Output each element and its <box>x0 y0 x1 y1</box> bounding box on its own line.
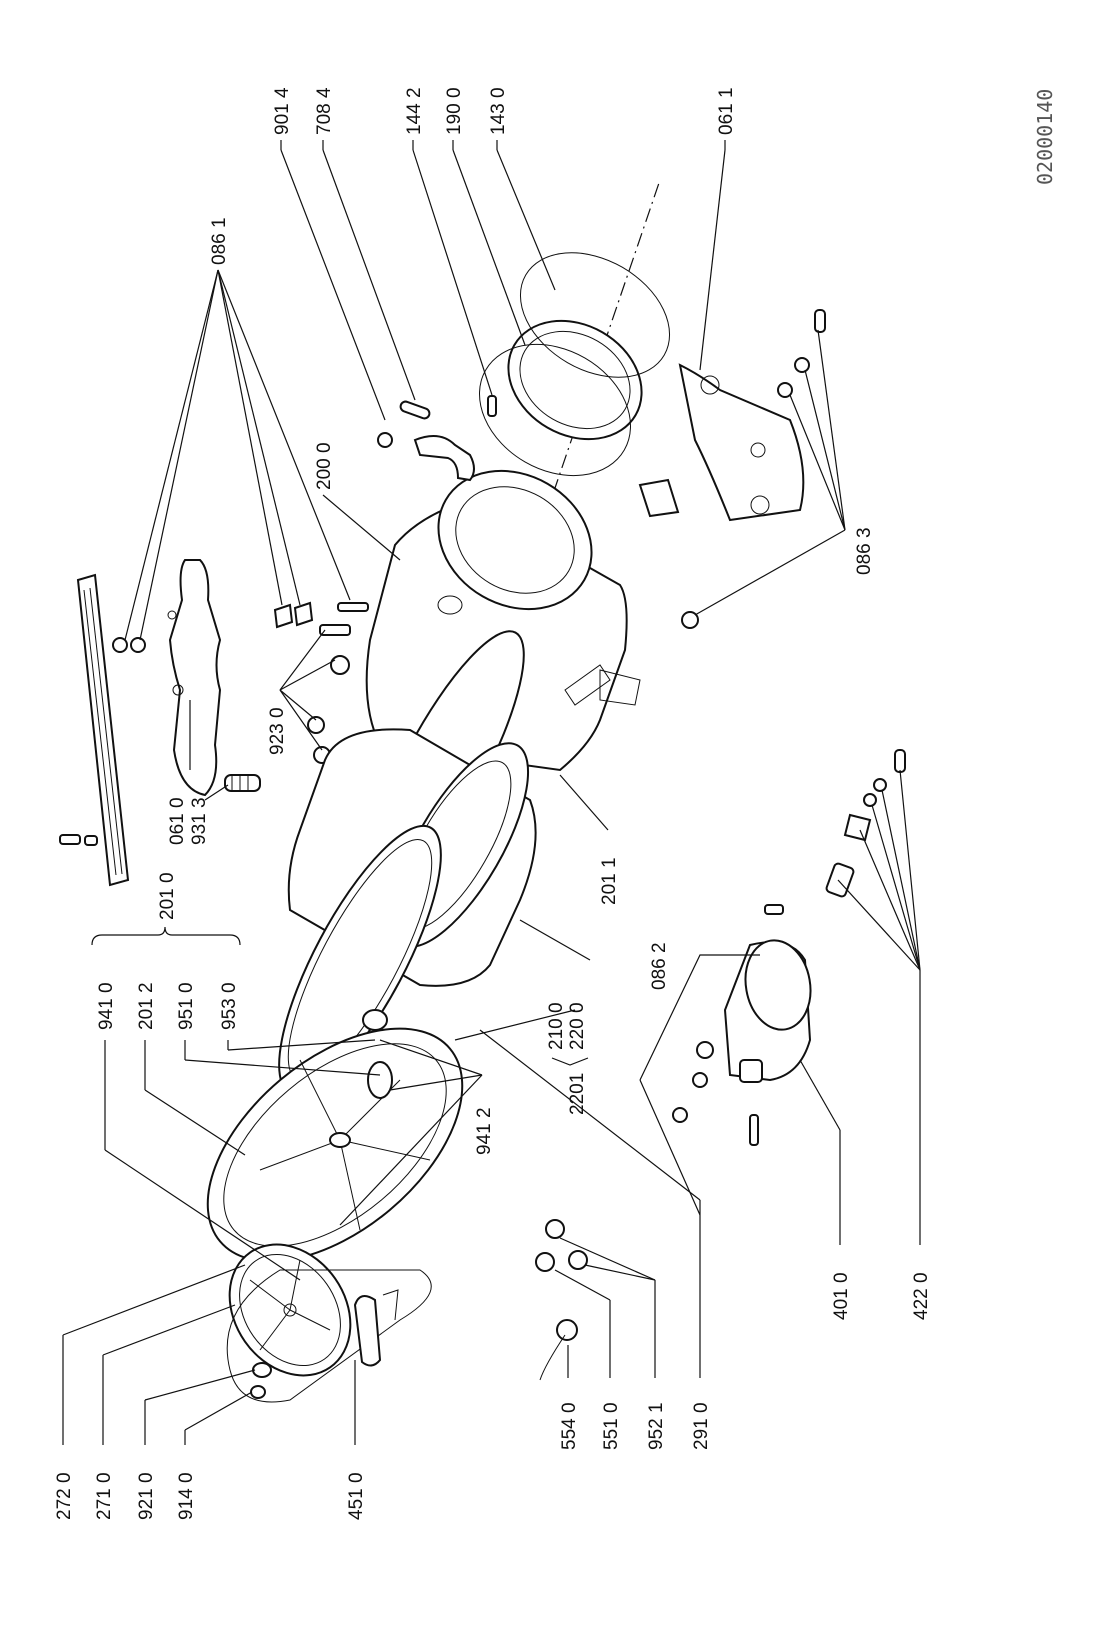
rear-nuts <box>681 309 826 629</box>
label-2710: 271 0 <box>94 1472 115 1520</box>
label-0862: 086 2 <box>649 942 670 990</box>
motor-bracket <box>825 749 906 898</box>
nut <box>250 1385 266 1399</box>
drum-flange <box>206 1027 464 1263</box>
label-2100: 210 0 <box>546 1002 567 1050</box>
tub-bolts <box>307 624 351 764</box>
label-5540: 554 0 <box>559 1402 580 1450</box>
label-2720: 272 0 <box>54 1472 75 1520</box>
label-9210: 921 0 <box>136 1472 157 1520</box>
label-9230: 923 0 <box>267 707 288 755</box>
label-9521: 952 1 <box>646 1402 667 1450</box>
label-5510: 551 0 <box>601 1402 622 1450</box>
label-2201: 2201 <box>567 1073 588 1115</box>
label-0861: 086 1 <box>209 217 230 265</box>
label-9014: 901 4 <box>272 87 293 135</box>
label-4510: 451 0 <box>346 1472 367 1520</box>
motor-mounts <box>672 1041 714 1123</box>
inner-drum <box>278 728 537 1096</box>
label-2010: 201 0 <box>157 872 178 920</box>
label-4220: 422 0 <box>911 1272 932 1320</box>
hose <box>377 395 497 482</box>
label-2000: 200 0 <box>314 442 335 490</box>
label-9412: 941 2 <box>474 1107 495 1155</box>
label-9510: 951 0 <box>176 982 197 1030</box>
washer <box>252 1362 272 1378</box>
heater <box>353 1289 399 1367</box>
label-1900: 190 0 <box>444 87 465 135</box>
part-drawings <box>59 179 906 1403</box>
document-code: 02000140 <box>1033 89 1057 185</box>
pulley <box>228 1243 352 1377</box>
leader-lines <box>62 140 921 1445</box>
label-2011: 201 1 <box>599 857 620 905</box>
motor <box>723 904 812 1146</box>
counterweight-rear <box>638 363 805 522</box>
label-2201-bracket <box>551 1057 589 1066</box>
spring <box>224 774 261 792</box>
label-2910: 291 0 <box>691 1402 712 1450</box>
small-parts <box>535 1219 588 1381</box>
label-9530: 953 0 <box>219 982 240 1030</box>
label-0610: 061 0 <box>167 797 188 845</box>
top-rail <box>59 573 130 887</box>
label-4010: 401 0 <box>831 1272 852 1320</box>
label-1442: 144 2 <box>404 87 425 135</box>
label-1430: 143 0 <box>488 87 509 135</box>
nuts-group <box>112 601 369 653</box>
label-0863: 086 3 <box>854 527 875 575</box>
label-9410: 941 0 <box>96 982 117 1030</box>
part-labels: 901 4 708 4 144 2 190 0 143 0 061 1 086 … <box>54 87 932 1520</box>
label-7084: 708 4 <box>314 87 335 135</box>
counterweight-front <box>167 559 222 797</box>
label-9313: 931 3 <box>189 797 210 845</box>
door-gasket <box>479 252 671 477</box>
belt <box>226 1269 432 1403</box>
label-0611: 061 1 <box>716 87 737 135</box>
label-2012: 201 2 <box>136 982 157 1030</box>
label-2200: 220 0 <box>567 1002 588 1050</box>
label-9140: 914 0 <box>176 1472 197 1520</box>
